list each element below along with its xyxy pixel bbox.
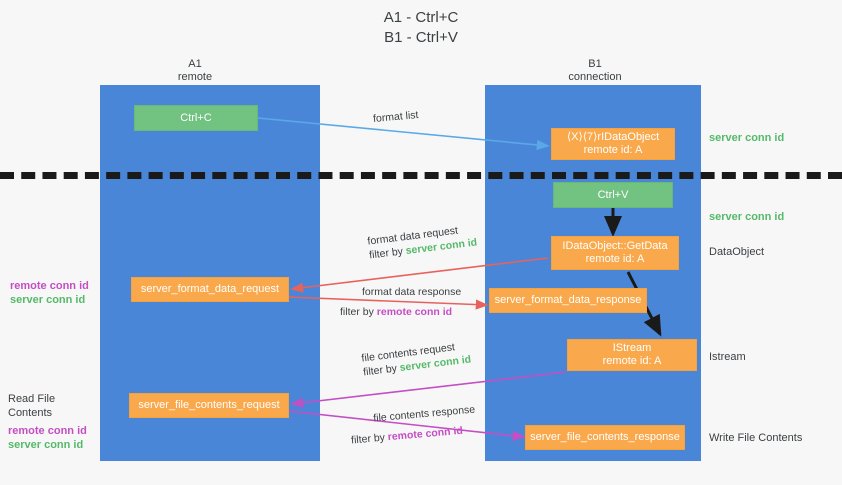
column-left-sub: remote	[177, 71, 213, 83]
arrow-label-fcresp-line2: filter by remote conn id	[351, 423, 478, 448]
arrow-label-fdresp-value: remote conn id	[376, 306, 453, 318]
phase-divider	[0, 172, 842, 179]
arrow-label-fdresp-line2: filter by remote conn id	[340, 305, 461, 319]
box-ctrl-v-label: Ctrl+V	[597, 188, 629, 201]
label-remote-conn-id-2: remote conn id	[8, 425, 87, 437]
box-server-file-contents-request[interactable]: server_file_contents_request	[129, 393, 289, 418]
box-ctrl-c[interactable]: Ctrl+C	[134, 105, 258, 131]
label-istream: Istream	[709, 351, 746, 363]
box-server-file-contents-response[interactable]: server_file_contents_response	[525, 425, 685, 450]
label-group-file-conn-ids: Read File Contents remote conn id server…	[8, 392, 100, 452]
box-istream-line2: remote id: A	[602, 355, 662, 367]
box-server-format-data-request-label: server_format_data_request	[140, 283, 280, 295]
label-server-conn-id-2: server conn id	[8, 439, 84, 451]
box-ctrl-v[interactable]: Ctrl+V	[553, 182, 673, 208]
label-remote-conn-id-1: remote conn id	[10, 280, 89, 292]
arrow-label-format-data-request: format data request filter by server con…	[367, 221, 478, 262]
box-server-format-data-request[interactable]: server_format_data_request	[131, 277, 289, 302]
column-right-sub: connection	[568, 71, 622, 83]
arrow-label-fcresp-value: remote conn id	[387, 424, 464, 444]
box-ctrl-c-label: Ctrl+C	[180, 111, 212, 124]
label-server-conn-id-1: server conn id	[10, 294, 86, 306]
label-read-file-contents: Read File Contents	[8, 393, 56, 419]
title-line-1: A1 - Ctrl+C	[383, 9, 459, 26]
box-server-file-contents-request-label: server_file_contents_request	[138, 399, 280, 411]
box-getdata[interactable]: IDataObject::GetData remote id: A	[551, 236, 679, 270]
arrow-label-fdr-prefix: filter by	[368, 245, 407, 262]
column-header-right: B1 connection	[530, 58, 660, 84]
box-idataobject-new-line2: remote id: A	[583, 144, 643, 156]
arrow-label-format-list: format list	[372, 109, 419, 125]
arrow-label-fdresp-prefix: filter by	[340, 306, 377, 318]
label-group-format-conn-ids: remote conn id server conn id	[10, 279, 96, 307]
arrow-label-fcr-prefix: filter by	[362, 362, 401, 379]
arrow-label-fcresp-prefix: filter by	[350, 431, 389, 447]
label-dataobject: DataObject	[709, 246, 765, 258]
box-idataobject-new-line1: ⟨X⟩⟨7⟩rIDataObject	[566, 131, 660, 143]
box-server-file-contents-response-label: server_file_contents_response	[530, 431, 680, 443]
arrow-label-format-data-response: format data response filter by remote co…	[340, 285, 462, 319]
box-server-format-data-response-label: server_format_data_response	[494, 294, 642, 306]
box-istream-line1: IStream	[612, 342, 652, 354]
box-server-format-data-response[interactable]: server_format_data_response	[489, 288, 647, 313]
arrow-label-fcresp-line1: file contents response	[372, 403, 476, 425]
label-server-conn-id-mid: server conn id	[709, 211, 785, 223]
title-line-2: B1 - Ctrl+V	[384, 29, 458, 46]
label-server-conn-id-top: server conn id	[709, 132, 785, 144]
arrow-label-file-contents-request: file contents request filter by server c…	[361, 338, 472, 379]
arrow-label-fdresp-line1: format data response	[362, 286, 462, 298]
column-left-name: A1	[188, 58, 202, 70]
arrow-label-file-contents-response: file contents response filter by remote …	[351, 403, 478, 447]
column-header-left: A1 remote	[130, 58, 260, 84]
box-getdata-line2: remote id: A	[585, 253, 645, 265]
box-istream[interactable]: IStream remote id: A	[567, 339, 697, 371]
box-idataobject-new[interactable]: ⟨X⟩⟨7⟩rIDataObject remote id: A	[551, 128, 675, 160]
column-right-name: B1	[588, 58, 602, 70]
page-title: A1 - Ctrl+C B1 - Ctrl+V	[0, 8, 842, 48]
label-write-file-contents: Write File Contents	[709, 432, 803, 444]
box-getdata-line1: IDataObject::GetData	[562, 240, 668, 252]
